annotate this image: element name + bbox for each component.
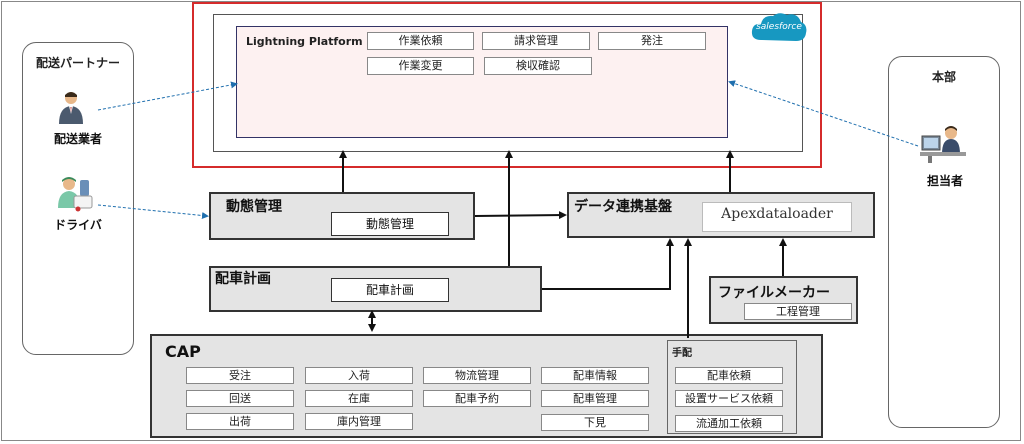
cap-module-logistics: 物流管理 (423, 367, 531, 384)
staff-at-desk-icon (918, 124, 968, 164)
salesforce-cloud-logo (749, 10, 809, 48)
integration-system-title: データ連携基盤 (574, 199, 672, 215)
staff-label: 担当者 (926, 174, 963, 188)
delivery-company-label: 配送業者 (53, 132, 102, 146)
arrow-staff-to-platform (728, 80, 919, 147)
cap-module-dispatch-management: 配車管理 (541, 390, 649, 407)
tracking-system-title: 動態管理 (226, 199, 282, 215)
hq-lane-title: 本部 (931, 70, 956, 84)
apexdataloader-logo (702, 202, 852, 232)
cap-module-shipping: 出荷 (186, 413, 294, 430)
cap-module-receiving: 入荷 (305, 367, 413, 384)
arrow-delivery-to-platform (97, 81, 238, 111)
platform-function-inspection: 検収確認 (484, 57, 592, 75)
cap-module-inventory: 在庫 (305, 390, 413, 407)
platform-function-billing: 請求管理 (482, 32, 590, 50)
cap-module-forwarding: 回送 (186, 390, 294, 407)
cap-system-title: CAP (165, 342, 201, 361)
lightning-platform-title: Lightning Platform (246, 35, 363, 48)
platform-function-work-request: 作業依頼 (367, 32, 474, 50)
arrow-driver-to-tracking (97, 204, 209, 219)
arrangement-dispatch-request: 配車依頼 (675, 367, 783, 384)
platform-function-work-change: 作業変更 (367, 57, 474, 75)
arrangement-title: 手配 (672, 348, 692, 359)
salesforce-logo-text: salesforce (756, 22, 802, 32)
arrangement-processing-request: 流通加工依頼 (675, 415, 783, 432)
partner-lane (22, 42, 134, 355)
apexdataloader-logo-text: Apexdataloader (721, 206, 833, 222)
driver-label: ドライバ (54, 218, 102, 232)
filemaker-system-title: ファイルメーカー (718, 285, 830, 301)
tracking-module: 動態管理 (331, 212, 449, 236)
dispatch-module: 配車計画 (331, 278, 449, 302)
arrow-dispatch-to-integration (542, 238, 674, 290)
partner-lane-title: 配送パートナー (35, 56, 120, 70)
arrangement-installation-request: 設置サービス依頼 (675, 390, 783, 407)
cap-module-order-receipt: 受注 (186, 367, 294, 384)
filemaker-process-module: 工程管理 (744, 303, 852, 320)
dispatch-system-title: 配車計画 (215, 271, 271, 287)
cap-module-dispatch-reservation: 配車予約 (423, 390, 531, 407)
hq-lane (888, 56, 1000, 428)
delivery-company-person-icon (56, 90, 86, 126)
platform-function-order: 発注 (598, 32, 706, 50)
cap-module-warehouse: 庫内管理 (305, 413, 413, 430)
driver-icon (56, 176, 96, 212)
cap-module-dispatch-info: 配車情報 (541, 367, 649, 384)
arrow-tracking-to-integration (474, 211, 567, 220)
cap-module-preview: 下見 (541, 414, 649, 431)
